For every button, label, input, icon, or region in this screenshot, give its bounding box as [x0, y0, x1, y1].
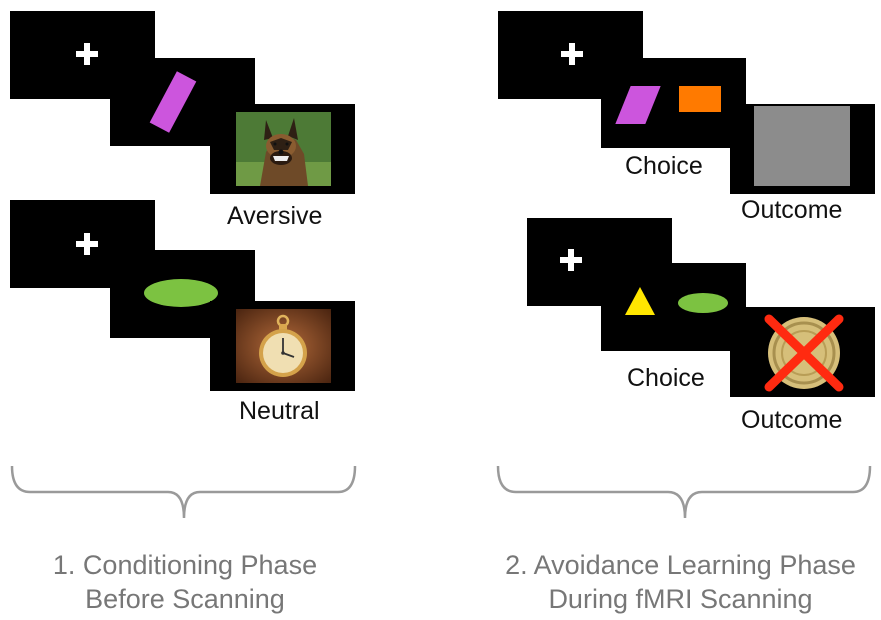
gray-square-outcome: [754, 106, 850, 186]
orange-rectangle-option: [679, 86, 721, 112]
pocket-watch-image: [236, 309, 331, 383]
choice-screen: [601, 58, 746, 148]
outcome-screen: [730, 104, 875, 194]
pocket-watch-icon: [236, 309, 331, 383]
choice-label: Choice: [625, 152, 703, 180]
conditioning-caption: 1. Conditioning Phase Before Scanning: [0, 548, 370, 616]
crossed-out-coin-icon: [764, 314, 844, 392]
fixation-cross-icon: [76, 43, 98, 65]
fixation-cross-icon: [76, 233, 98, 255]
outcome-screen: [210, 301, 355, 391]
choice-label: Choice: [627, 364, 705, 392]
green-ellipse-cue: [144, 279, 218, 307]
yellow-triangle-option: [625, 287, 655, 315]
outcome-screen: [210, 104, 355, 194]
choice-screen: [601, 263, 746, 351]
green-ellipse-option: [678, 293, 728, 313]
avoidance-caption: 2. Avoidance Learning Phase During fMRI …: [480, 548, 881, 616]
avoidance-caption-line2: During fMRI Scanning: [548, 584, 813, 614]
dog-image: [236, 112, 331, 186]
fixation-cross-icon: [561, 43, 583, 65]
conditioning-caption-line1: 1. Conditioning Phase: [52, 550, 318, 580]
aversive-label: Aversive: [227, 202, 323, 230]
conditioning-caption-line2: Before Scanning: [85, 584, 285, 614]
neutral-label: Neutral: [239, 397, 320, 425]
fixation-cross-icon: [560, 249, 582, 271]
dog-icon: [236, 112, 331, 186]
outcome-label: Outcome: [741, 196, 843, 224]
outcome-label: Outcome: [741, 406, 843, 434]
avoidance-caption-line1: 2. Avoidance Learning Phase: [505, 550, 856, 580]
outcome-screen: [730, 307, 875, 397]
